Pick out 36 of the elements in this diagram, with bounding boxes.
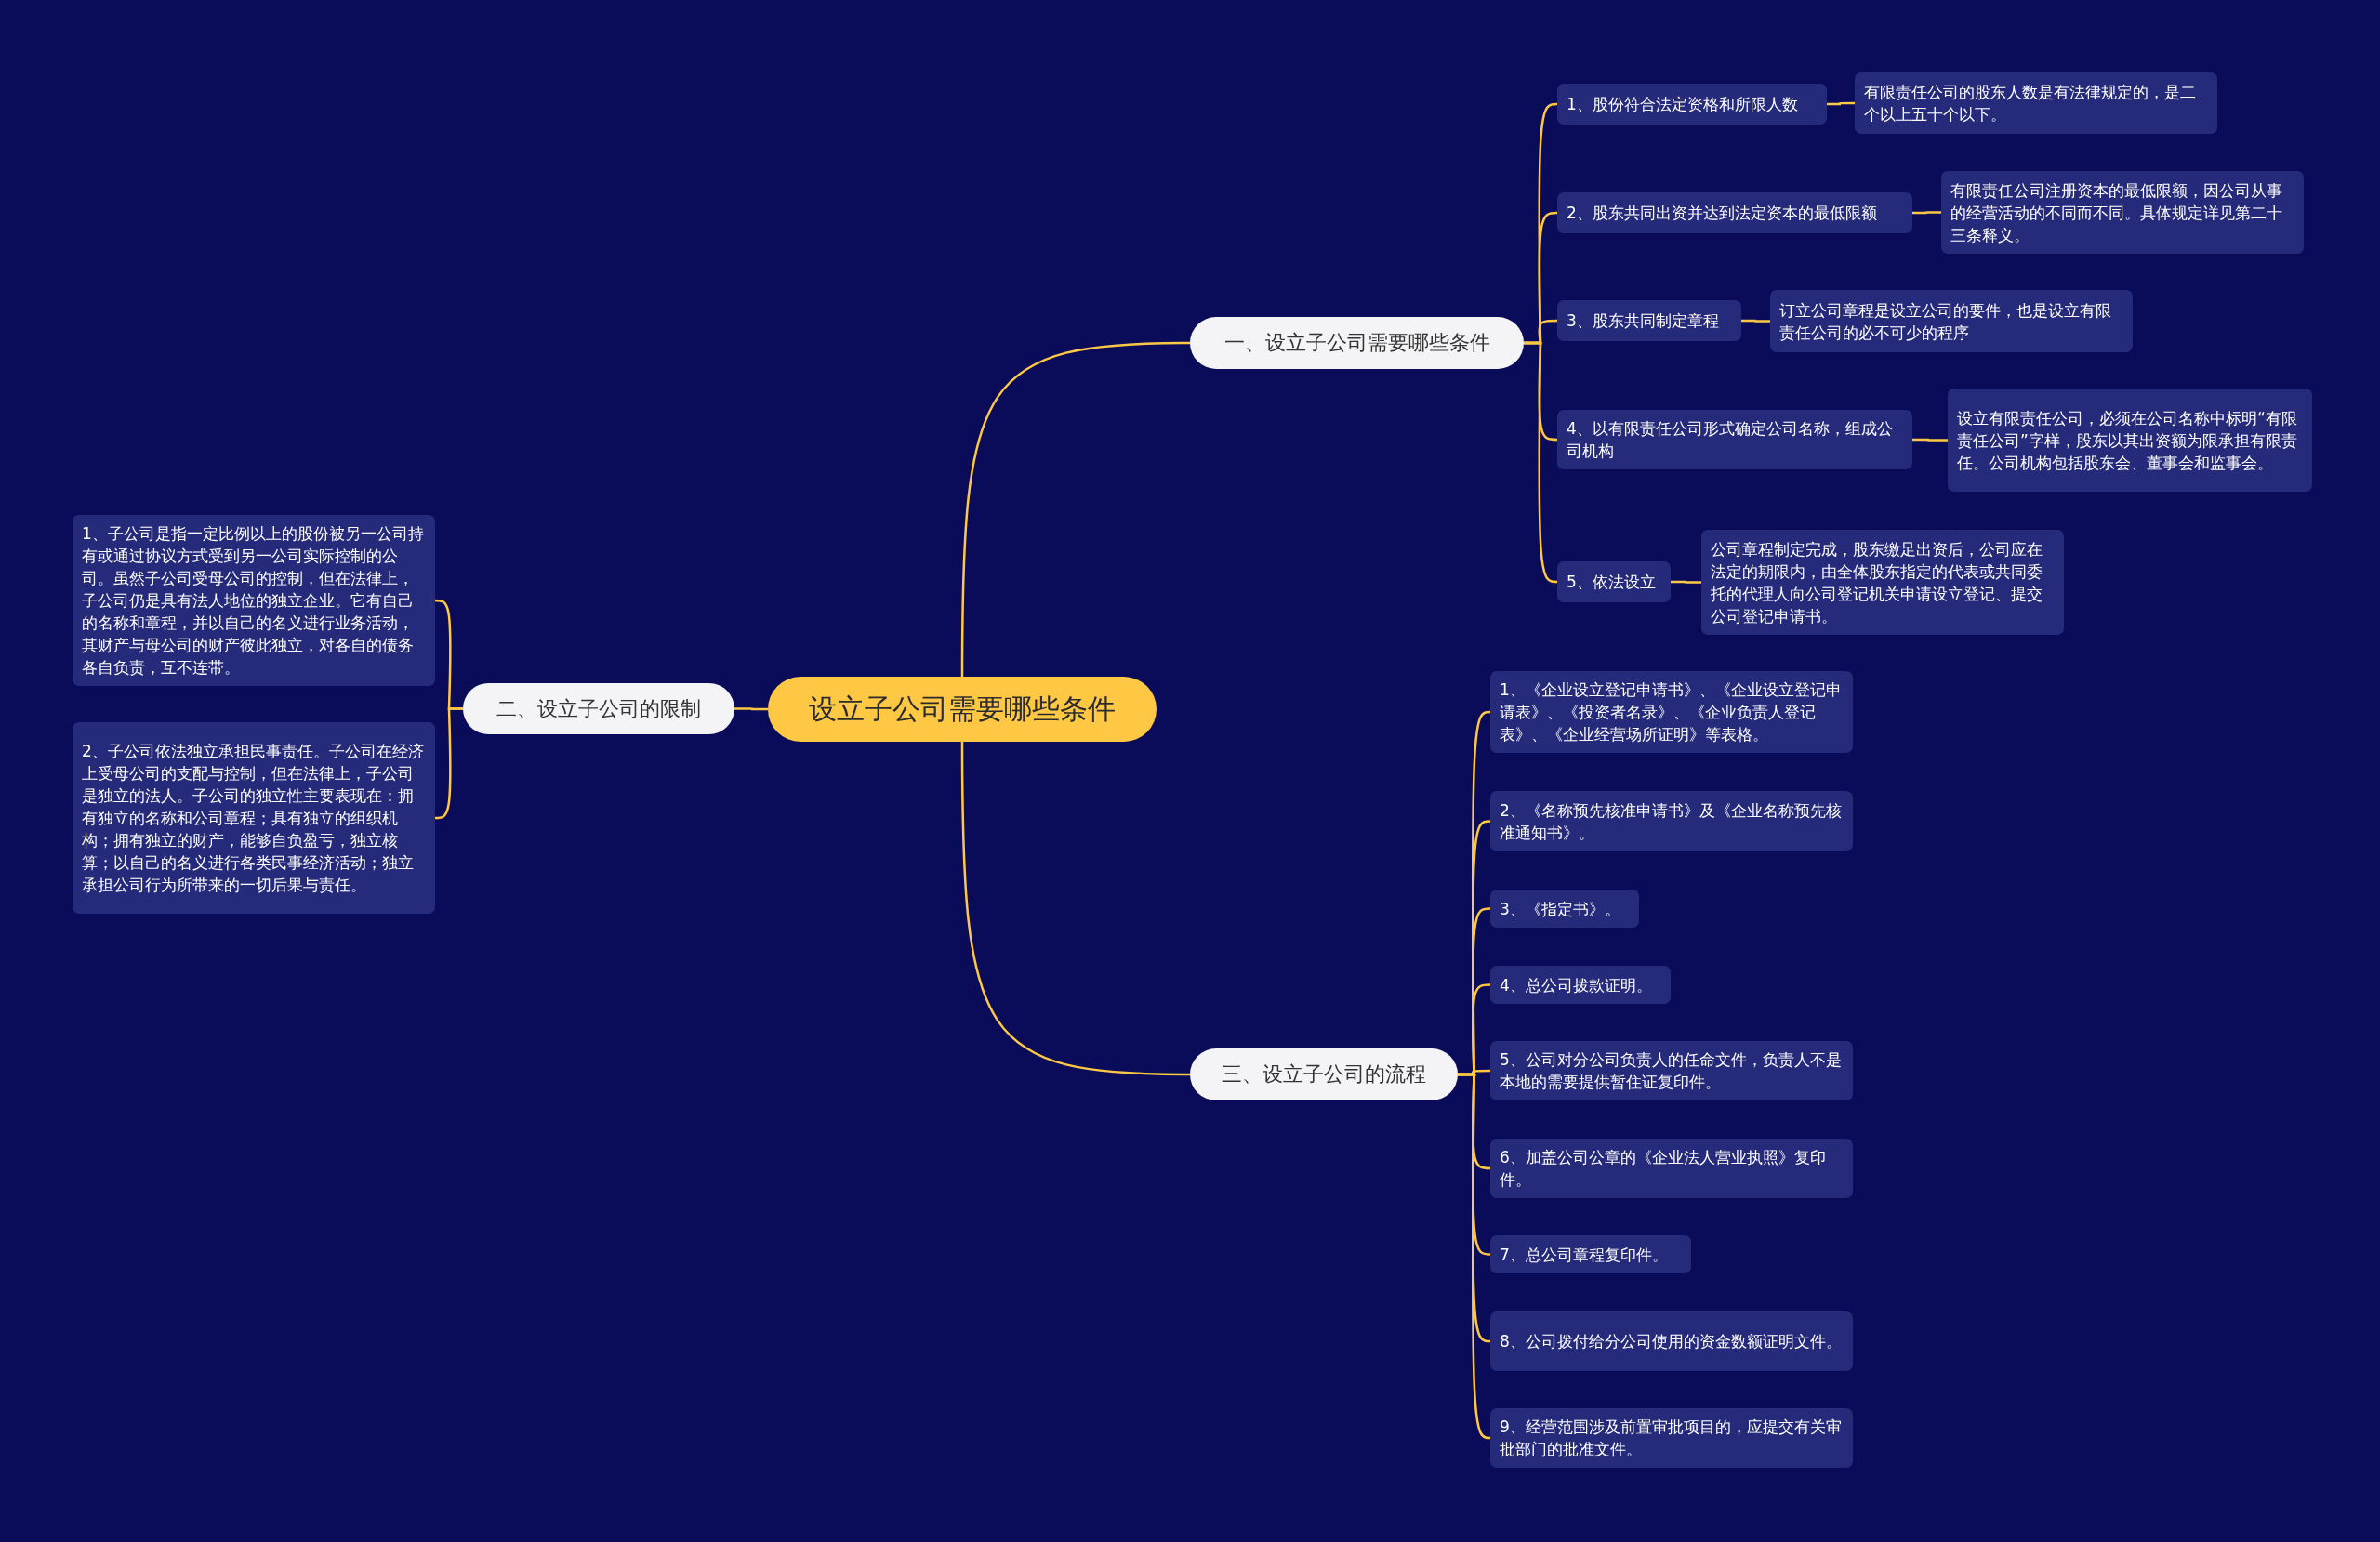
note-box: 1、股份符合法定资格和所限人数: [1557, 84, 1827, 125]
note-box: 3、股东共同制定章程: [1557, 300, 1741, 341]
connector-line: [1524, 341, 1558, 584]
note-box: 9、经营范围涉及前置审批项目的，应提交有关审批部门的批准文件。: [1490, 1408, 1853, 1468]
note-box: 订立公司章程是设立公司的要件，也是设立有限责任公司的必不可少的程序: [1770, 290, 2133, 352]
connector-line: [1741, 319, 1770, 323]
connector-line: [960, 341, 1191, 677]
note-box: 3、《指定书》。: [1490, 890, 1639, 928]
connector-line: [434, 707, 463, 820]
connector-line: [1912, 211, 1941, 215]
note-box: 2、《名称预先核准申请书》及《企业名称预先核准通知书》。: [1490, 791, 1853, 851]
note-box: 1、《企业设立登记申请书》、《企业设立登记申请表》、《投资者名录》、《企业负责人登记表》、《企业经营场所证明》等表格。: [1490, 671, 1853, 753]
topic-box: 二、设立子公司的限制: [463, 683, 734, 734]
note-box: 公司章程制定完成，股东缴足出资后，公司应在法定的期限内，由全体股东指定的代表或共同委托的代理人向公司登记机关申请设立登记、提交公司登记申请书。: [1701, 530, 2064, 635]
connector-line: [734, 707, 768, 711]
note-box: 2、股东共同出资并达到法定资本的最低限额: [1557, 192, 1912, 233]
note-box: 8、公司拨付给分公司使用的资金数额证明文件。: [1490, 1311, 1853, 1371]
note-box: 7、总公司章程复印件。: [1490, 1235, 1691, 1273]
note-box: 2、子公司依法独立承担民事责任。子公司在经济上受母公司的支配与控制，但在法律上，子公司是独立的法人。子公司的独立性主要表现在：拥有独立的名称和公司章程；具有独立的组织机构；拥有独立的财产，能够自负盈亏，独立核算；以自己的名义进行各类民事经济活动；独立承担公司行为所带来的一切后果与责任。: [73, 722, 435, 914]
topic-box: 一、设立子公司需要哪些条件: [1190, 317, 1524, 369]
connector-line: [1671, 580, 1701, 584]
topic-box: 三、设立子公司的流程: [1190, 1048, 1458, 1100]
connector-line: [960, 742, 1191, 1076]
central-topic: 设立子公司需要哪些条件: [768, 677, 1157, 742]
note-box: 6、加盖公司公章的《企业法人营业执照》复印件。: [1490, 1139, 1853, 1198]
note-box: 5、依法设立: [1557, 561, 1671, 602]
note-box: 有限责任公司注册资本的最低限额，因公司从事的经营活动的不同而不同。具体规定详见第二十三条释义。: [1941, 171, 2304, 254]
note-box: 5、公司对分公司负责人的任命文件，负责人不是本地的需要提供暂住证复印件。: [1490, 1041, 1853, 1100]
connector-line: [1458, 1073, 1491, 1440]
note-box: 1、子公司是指一定比例以上的股份被另一公司持有或通过协议方式受到另一公司实际控制的公司。虽然子公司受母公司的控制，但在法律上，子公司仍是具有法人地位的独立企业。它有自己的名称和章程，并以自己的名义进行业务活动，其财产与母公司的财产彼此独立，对各自的债务各自负责，互不连带。: [73, 515, 435, 686]
note-box: 4、以有限责任公司形式确定公司名称，组成公司机构: [1557, 410, 1912, 469]
connector-line: [1912, 438, 1948, 442]
note-box: 有限责任公司的股东人数是有法律规定的，是二个以上五十个以下。: [1855, 72, 2217, 134]
note-box: 4、总公司拨款证明。: [1490, 966, 1671, 1004]
note-box: 设立有限责任公司，必须在公司名称中标明“有限责任公司”字样，股东以其出资额为限承担有限责任。公司机构包括股东会、董事会和监事会。: [1948, 389, 2312, 492]
connector-line: [1827, 101, 1855, 106]
